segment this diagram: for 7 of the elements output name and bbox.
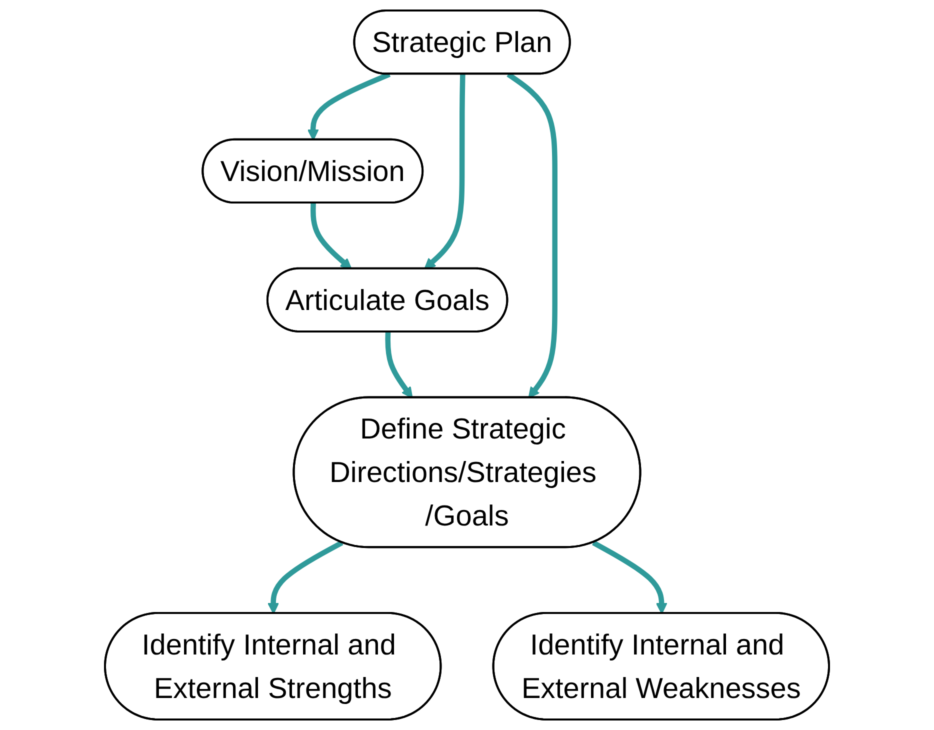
arrow: [385, 332, 413, 398]
arrow: [424, 74, 466, 270]
arrow: [506, 72, 558, 398]
arrow: [592, 540, 668, 614]
arrow: [310, 203, 352, 270]
arrow: [268, 540, 344, 614]
arrow: [307, 72, 391, 141]
